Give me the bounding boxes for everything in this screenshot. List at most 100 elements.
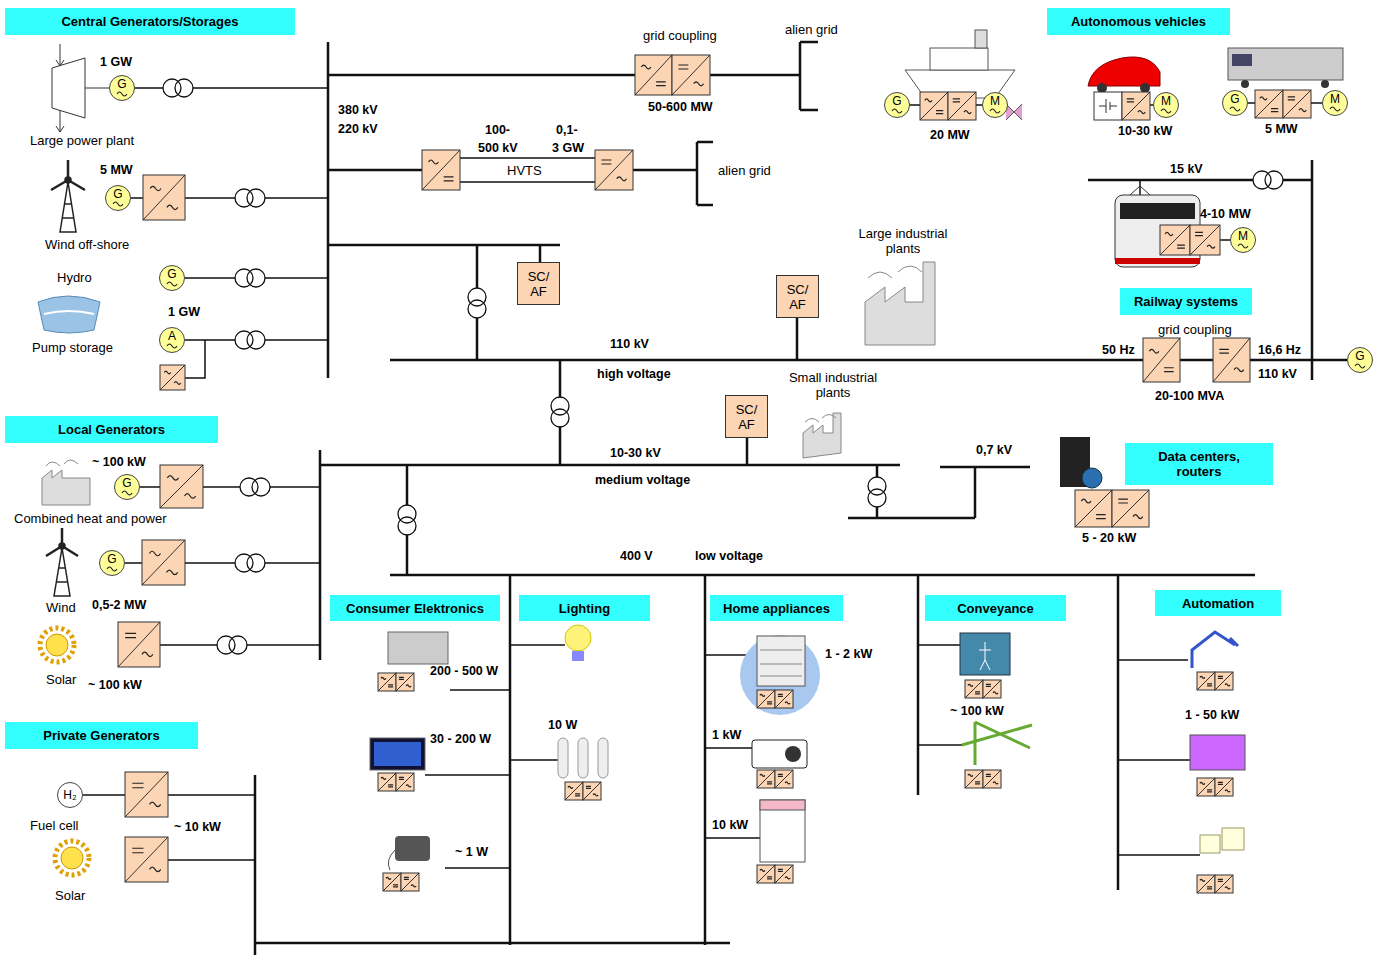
dc-symbol [601, 160, 611, 164]
ac-symbol [1225, 684, 1230, 686]
bus-wire [255, 42, 1347, 955]
appliance-icon [785, 746, 801, 762]
power-converter [595, 150, 633, 190]
ac-symbol [122, 491, 132, 495]
power-converter [1122, 92, 1150, 120]
ac-symbol [694, 82, 704, 86]
ac-symbol [1234, 368, 1244, 372]
factory-icon [803, 413, 841, 458]
power-converter [378, 673, 396, 691]
machine-symbol: G [105, 185, 131, 211]
value-label: Small industrial plants [783, 370, 883, 400]
transformer-symbol [398, 505, 416, 535]
wind-turbine-icon [46, 528, 78, 556]
ac-symbol [1330, 107, 1340, 111]
dc-symbol [936, 111, 943, 114]
dc-symbol [132, 783, 143, 787]
hydro-dam-icon [38, 296, 100, 333]
dc-symbol [778, 869, 783, 871]
dc-symbol [1207, 887, 1212, 889]
power-converter [378, 673, 396, 691]
transformer-symbol [247, 331, 265, 349]
sun-icon [55, 841, 89, 875]
power-converter [125, 837, 168, 882]
category-band: Conveyance [925, 595, 1066, 621]
appliance-icon [760, 800, 805, 862]
dc-symbol [586, 786, 591, 788]
value-label: 30 - 200 W [430, 732, 491, 747]
ac-symbol [150, 186, 161, 190]
value-label: 50-600 MW [648, 100, 713, 115]
value-label: 10 kW [712, 818, 748, 833]
value-label: 0,1- [556, 123, 578, 138]
value-label: ~ 100 kW [88, 678, 142, 693]
dc-symbol [767, 877, 772, 879]
power-converter [635, 55, 672, 95]
category-title: Lighting [559, 601, 610, 616]
transformer-symbol [252, 478, 270, 496]
power-converter [378, 773, 396, 791]
appliance-icon [565, 625, 591, 651]
ac-symbol [142, 652, 153, 656]
power-converter [965, 770, 983, 788]
transformer-symbol [468, 288, 486, 318]
appliance-icon [979, 642, 991, 670]
power-converter [583, 782, 601, 800]
ac-symbol [1081, 499, 1091, 503]
power-converter [1197, 875, 1215, 893]
transformer-symbol [240, 478, 270, 496]
power-converter [401, 873, 419, 891]
power-converter [920, 92, 948, 120]
ac-symbol [411, 885, 416, 887]
dc-symbol [1207, 684, 1212, 686]
value-label: 10 W [548, 718, 577, 733]
power-converter [757, 865, 775, 883]
machine-symbol: M [1230, 227, 1256, 253]
ac-symbol [641, 65, 651, 69]
machine-symbol: G [1222, 90, 1248, 116]
factory-icon [42, 470, 90, 505]
power-converter [1215, 778, 1233, 796]
ac-symbol [990, 109, 1000, 113]
value-label: 400 V [620, 549, 653, 564]
transformer-symbol [217, 636, 247, 654]
power-converter [160, 465, 203, 508]
power-converter [757, 865, 775, 883]
transformer-symbol [1253, 171, 1283, 189]
transformer-symbol [229, 636, 247, 654]
ac-symbol [1299, 109, 1306, 112]
ac-symbol [113, 202, 123, 206]
appliance-icon [598, 738, 608, 778]
power-converter [920, 92, 948, 120]
power-converter [1197, 778, 1215, 796]
appliance-icon [1192, 632, 1238, 668]
power-converter [635, 55, 672, 95]
server-icon [1060, 437, 1102, 488]
transformer-symbol [235, 331, 265, 349]
power-converter [1197, 778, 1215, 796]
power-converter [160, 365, 185, 390]
appliance-icon [752, 740, 807, 768]
dc-symbol [1177, 245, 1185, 248]
sun-icon [61, 847, 83, 869]
dc-symbol [986, 774, 991, 776]
power-converter [383, 873, 401, 891]
value-label: grid coupling [1158, 322, 1232, 337]
locomotive-icon [1241, 80, 1249, 88]
value-label: Fuel cell [30, 818, 78, 833]
dc-symbol [388, 685, 393, 687]
power-converter [775, 865, 793, 883]
transformer-symbol [398, 517, 416, 535]
appliance-icon [1190, 735, 1245, 770]
value-label: 5 - 20 kW [1082, 531, 1136, 546]
dc-symbol [444, 177, 454, 181]
power-converter [118, 622, 160, 667]
power-converter [983, 680, 1001, 698]
power-converter [422, 150, 460, 190]
appliance-icon [572, 651, 584, 661]
transformer-symbol [163, 79, 193, 97]
power-converter [775, 690, 793, 708]
appliance-icon [370, 625, 1245, 870]
ac-symbol [1200, 782, 1205, 784]
power-converter [125, 837, 168, 882]
